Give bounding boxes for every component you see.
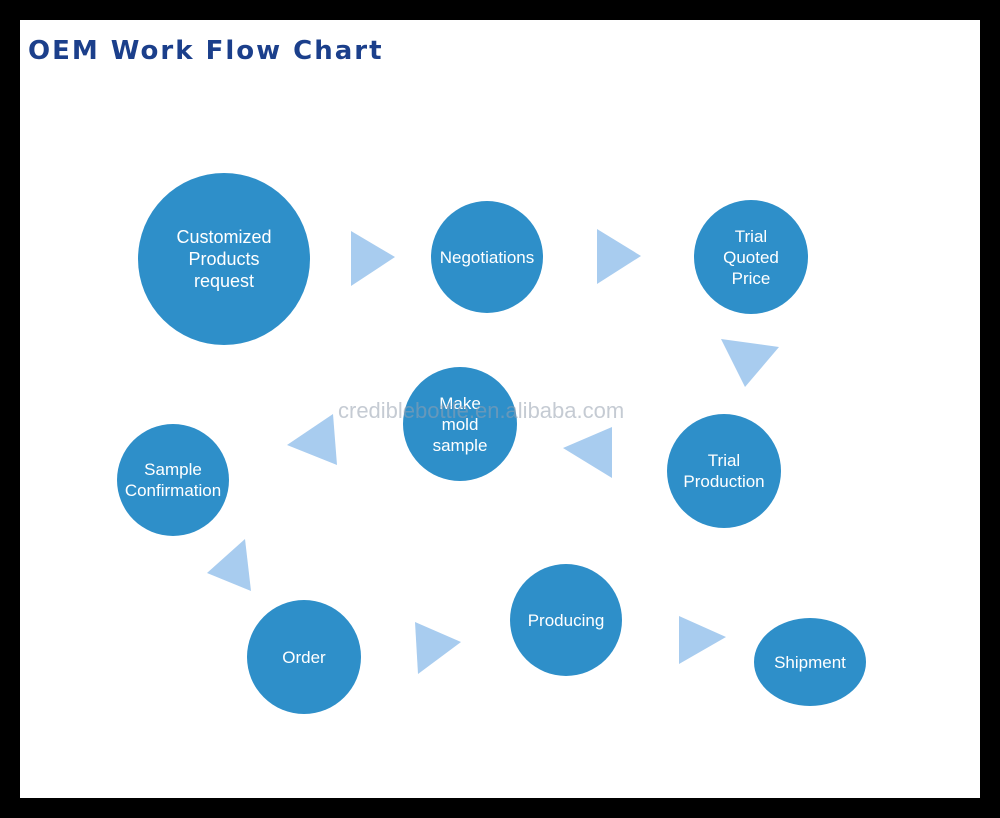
- node-shipment: Shipment: [754, 618, 866, 706]
- node-label-line: Make: [439, 393, 481, 413]
- arrow-trial-quoted-price-to-trial-production: [721, 339, 779, 387]
- node-label-line: mold: [441, 414, 479, 434]
- node-label-line: Production: [683, 472, 765, 491]
- node-trial-quoted-price: Trial Quoted Price: [694, 200, 808, 314]
- node-negotiations: Negotiations: [431, 201, 543, 313]
- arrows-layer: [207, 229, 779, 674]
- node-label-line: Trial: [707, 451, 741, 470]
- node-make-mold-sample: Make mold sample: [403, 367, 517, 481]
- node-label-line: Sample: [144, 460, 202, 479]
- node-label-line: request: [193, 271, 255, 291]
- node-label-line: Confirmation: [124, 481, 222, 500]
- node-customized-products-request: Customized Products request: [138, 173, 310, 345]
- arrow-negotiations-to-trial-quoted-price: [597, 229, 641, 284]
- arrow-trial-production-to-make-mold-sample: [563, 427, 612, 478]
- arrow-producing-to-shipment: [679, 616, 726, 664]
- node-label-line: Negotiations: [439, 247, 535, 267]
- node-label-line: Quoted: [723, 247, 779, 267]
- node-label-line: Customized: [176, 227, 272, 247]
- node-producing: Producing: [510, 564, 622, 676]
- arrow-make-mold-sample-to-sample-confirmation: [287, 414, 337, 465]
- node-label-line: Trial: [734, 226, 768, 246]
- arrow-order-to-producing: [415, 622, 461, 674]
- node-label-line: Producing: [527, 610, 605, 630]
- node-label-line: Products: [188, 249, 260, 269]
- node-trial-production: Trial Production: [667, 414, 781, 528]
- arrow-sample-confirmation-to-order: [207, 539, 251, 591]
- node-label-line: Price: [731, 268, 771, 288]
- diagram-frame: OEM Work Flow Chart Customized Products …: [20, 20, 980, 798]
- node-label-line: Shipment: [774, 652, 846, 672]
- watermark: crediblebottle.en.alibaba.com: [338, 398, 625, 423]
- node-label-line: Order: [282, 647, 326, 667]
- node-sample-confirmation: Sample Confirmation: [117, 424, 229, 536]
- node-order: Order: [247, 600, 361, 714]
- page-title: OEM Work Flow Chart: [28, 36, 384, 66]
- arrow-customized-to-negotiations: [351, 231, 395, 286]
- node-label-line: sample: [432, 435, 488, 455]
